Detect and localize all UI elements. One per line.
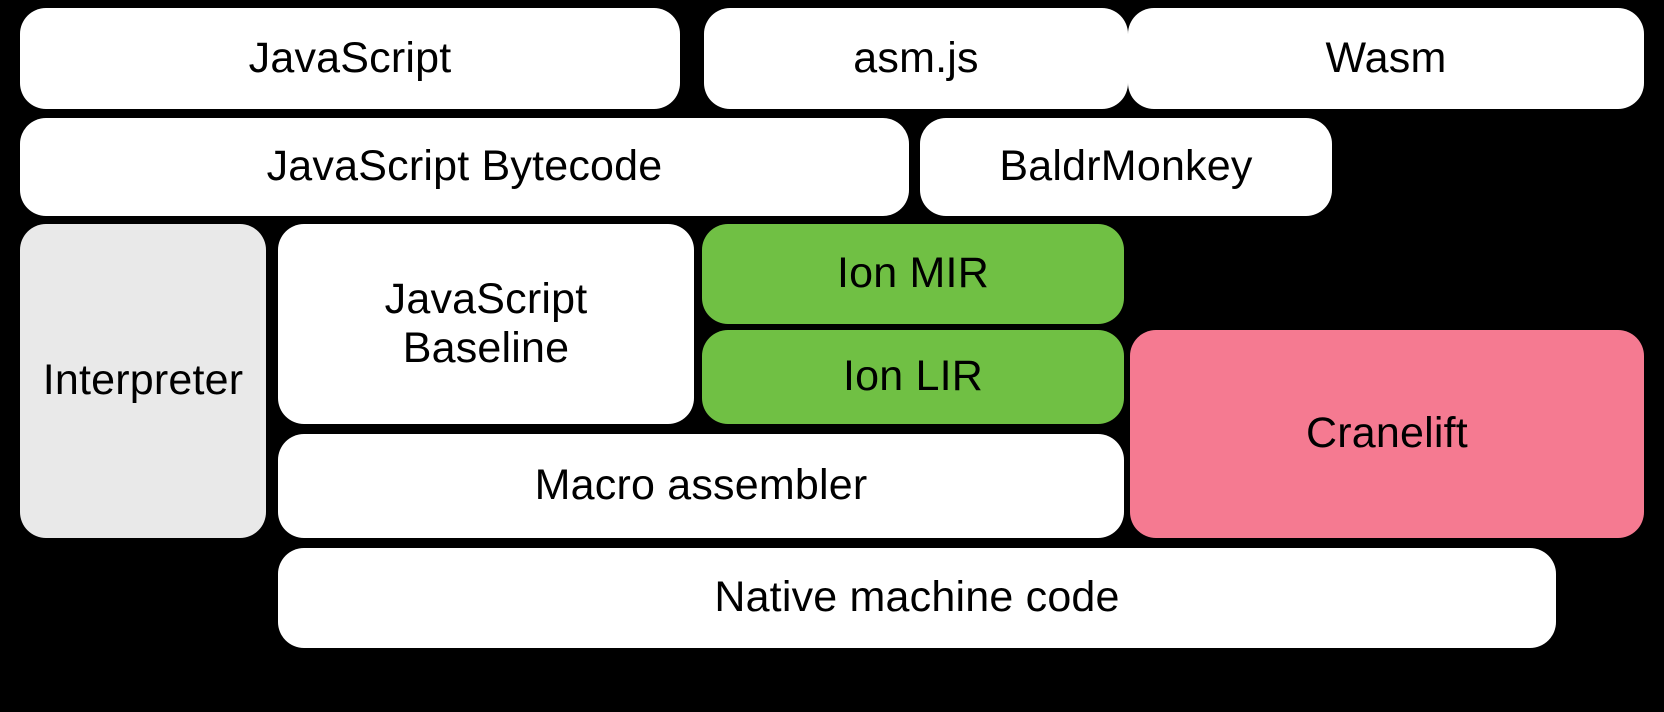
node-interpreter: Interpreter <box>20 224 266 538</box>
node-ion-lir: Ion LIR <box>702 330 1124 424</box>
node-macro-assembler: Macro assembler <box>278 434 1124 538</box>
node-wasm: Wasm <box>1128 8 1644 109</box>
node-native-machine-code: Native machine code <box>278 548 1556 648</box>
node-javascript: JavaScript <box>20 8 680 109</box>
node-asmjs: asm.js <box>704 8 1128 109</box>
node-javascript-baseline: JavaScript Baseline <box>278 224 694 424</box>
node-ion-mir: Ion MIR <box>702 224 1124 324</box>
node-cranelift: Cranelift <box>1130 330 1644 538</box>
node-javascript-bytecode: JavaScript Bytecode <box>20 118 909 216</box>
node-baldrmonkey: BaldrMonkey <box>920 118 1332 216</box>
